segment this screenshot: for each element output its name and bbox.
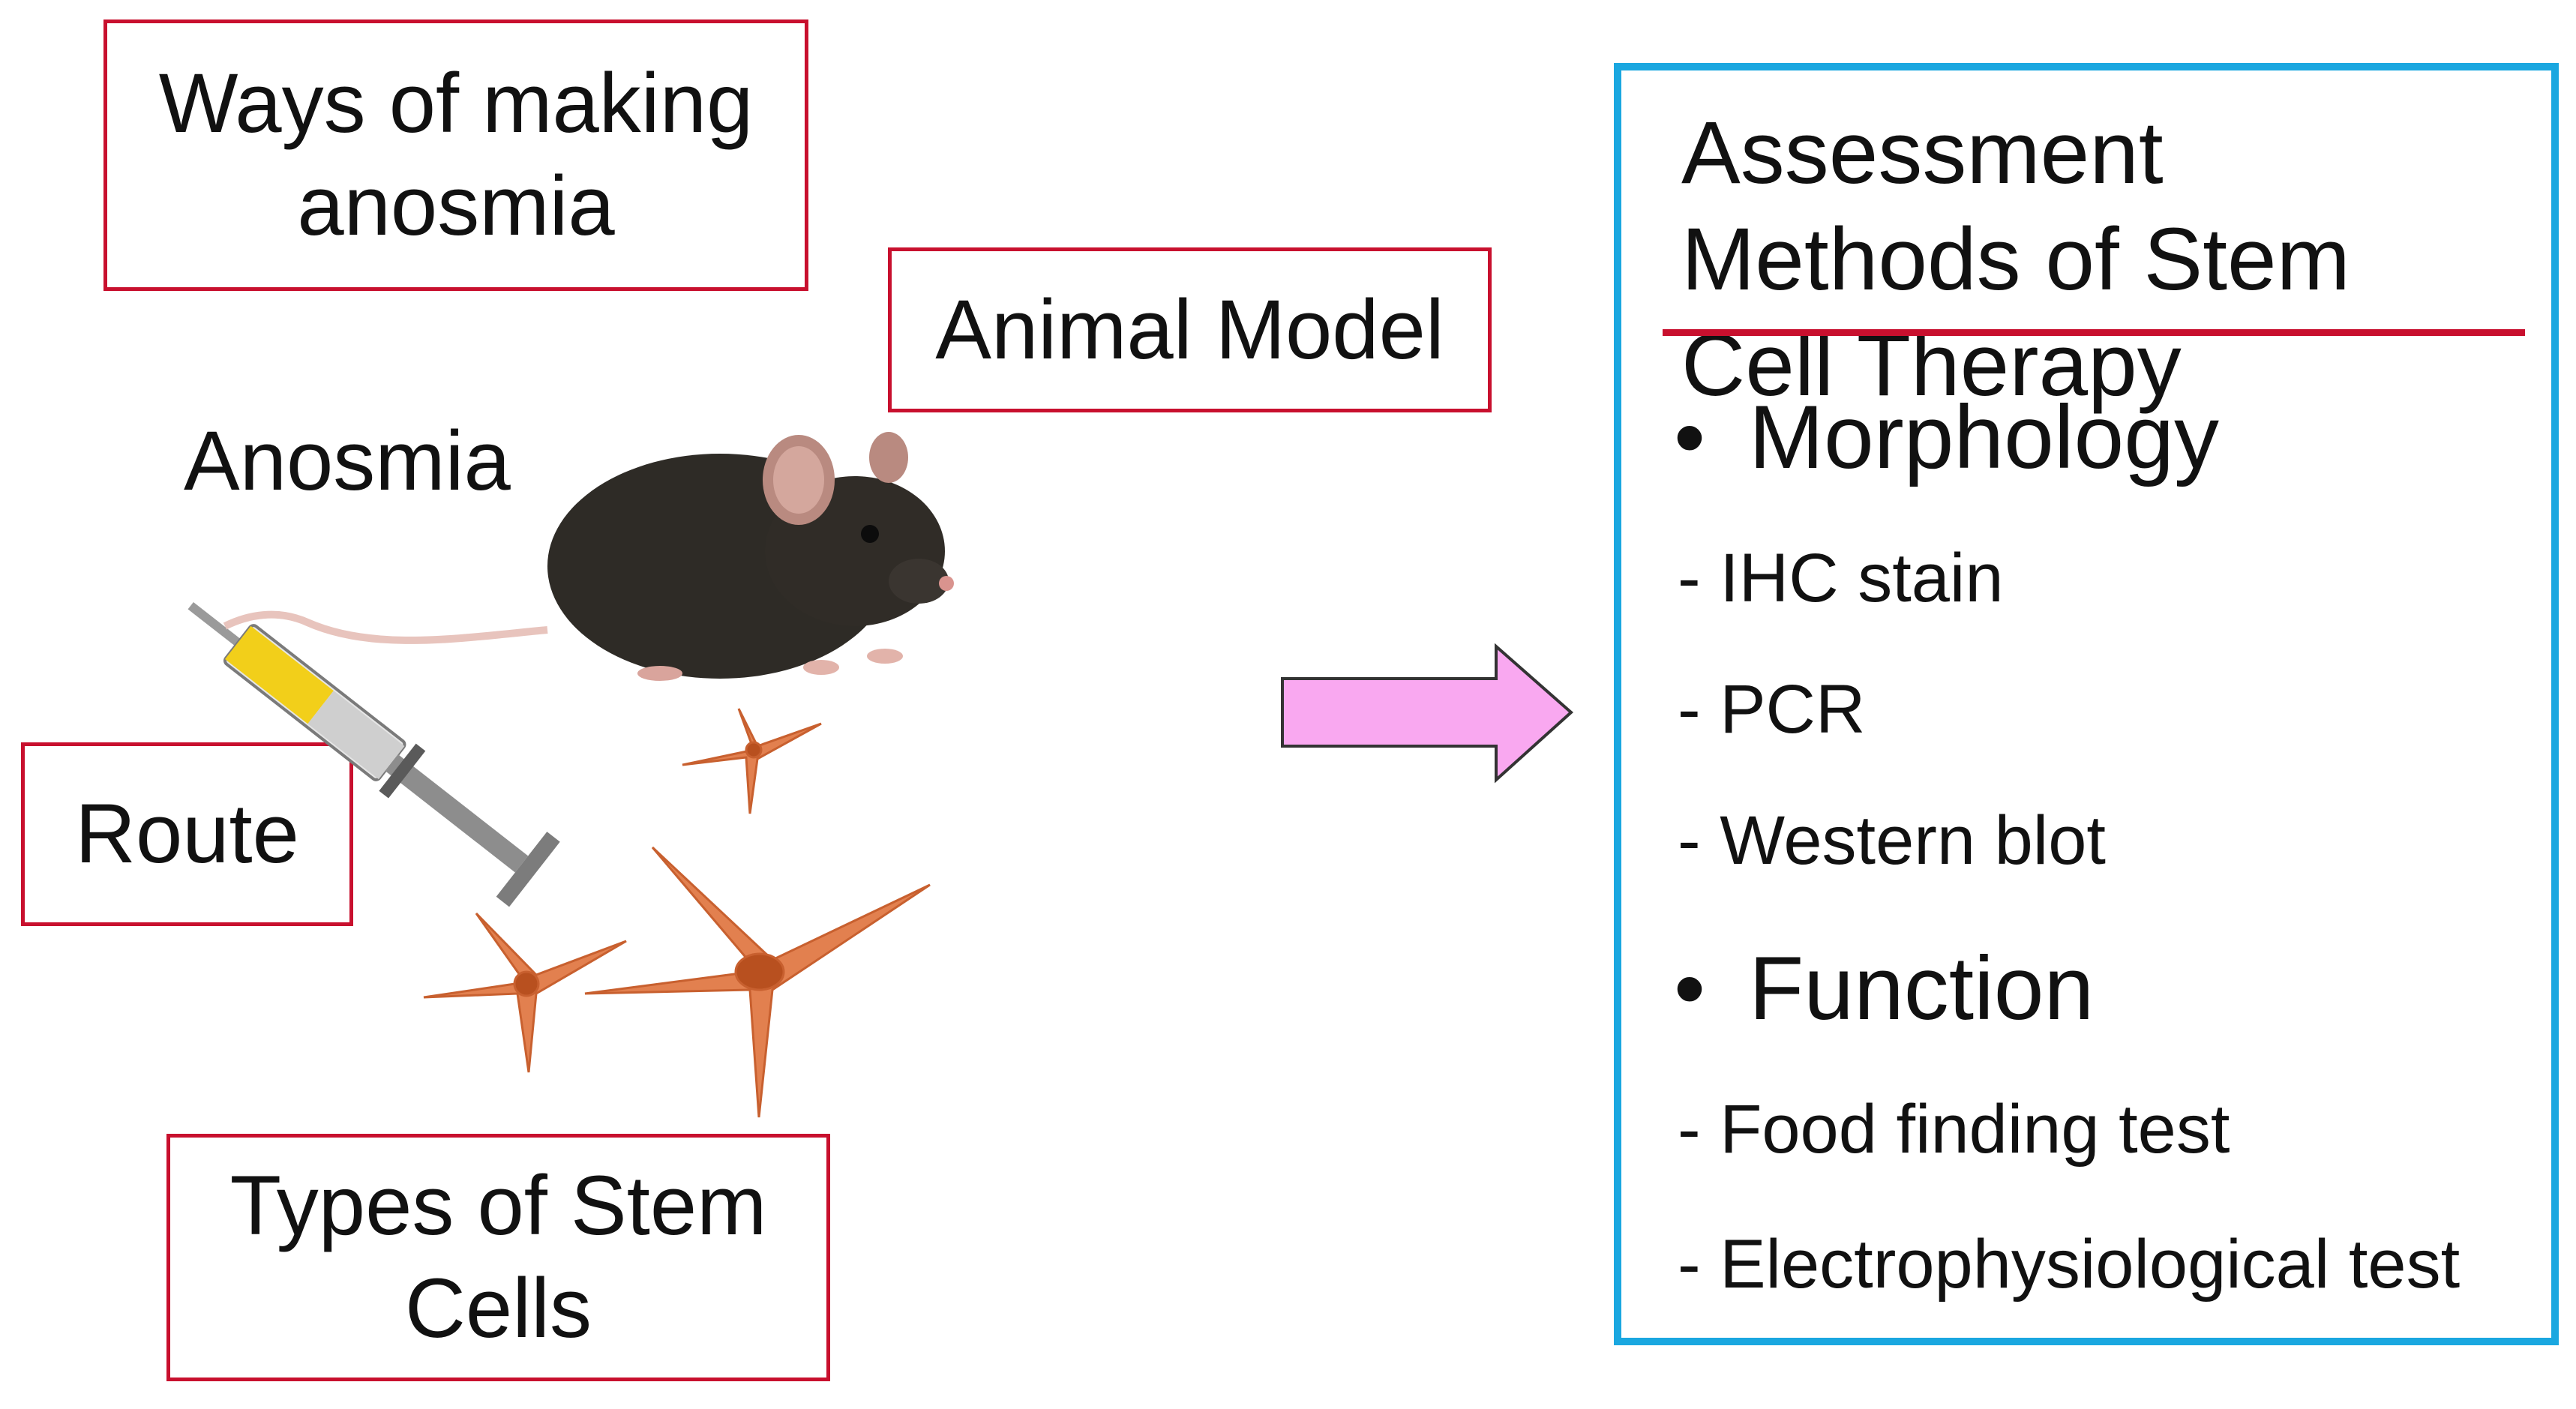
stem-cell-image [423,708,931,1118]
mouse-image [223,432,954,681]
ways-of-making-anosmia-text: Ways of making anosmia [158,56,754,253]
ihc-stain-item: - IHC stain [1678,540,2004,616]
route-box: Route [21,742,353,926]
function-text: Function [1749,938,2095,1039]
types-of-stem-cells-text: Types of Stem Cells [229,1159,767,1355]
function-heading: •Function [1674,938,2095,1039]
title-divider [1663,329,2525,336]
pcr-item: - PCR [1678,671,1866,748]
assessment-methods-panel: Assessment Methods of Stem Cell Therapy … [1614,63,2559,1345]
western-blot-item: - Western blot [1678,802,2106,879]
arrow-right-icon [1281,643,1574,784]
morphology-heading: •Morphology [1674,387,2220,487]
route-text: Route [75,787,299,881]
animal-model-box: Animal Model [888,247,1492,412]
animal-model-text: Animal Model [935,282,1444,376]
assessment-title: Assessment Methods of Stem Cell Therapy [1681,103,2350,415]
food-finding-test-item: - Food finding test [1678,1091,2230,1168]
morphology-text: Morphology [1749,387,2220,487]
types-of-stem-cells-box: Types of Stem Cells [166,1134,830,1381]
ways-of-making-anosmia-box: Ways of making anosmia [103,19,808,291]
electrophysiological-test-item: - Electrophysiological test [1678,1226,2461,1303]
anosmia-label: Anosmia [184,414,511,508]
syringe-image [187,601,560,907]
